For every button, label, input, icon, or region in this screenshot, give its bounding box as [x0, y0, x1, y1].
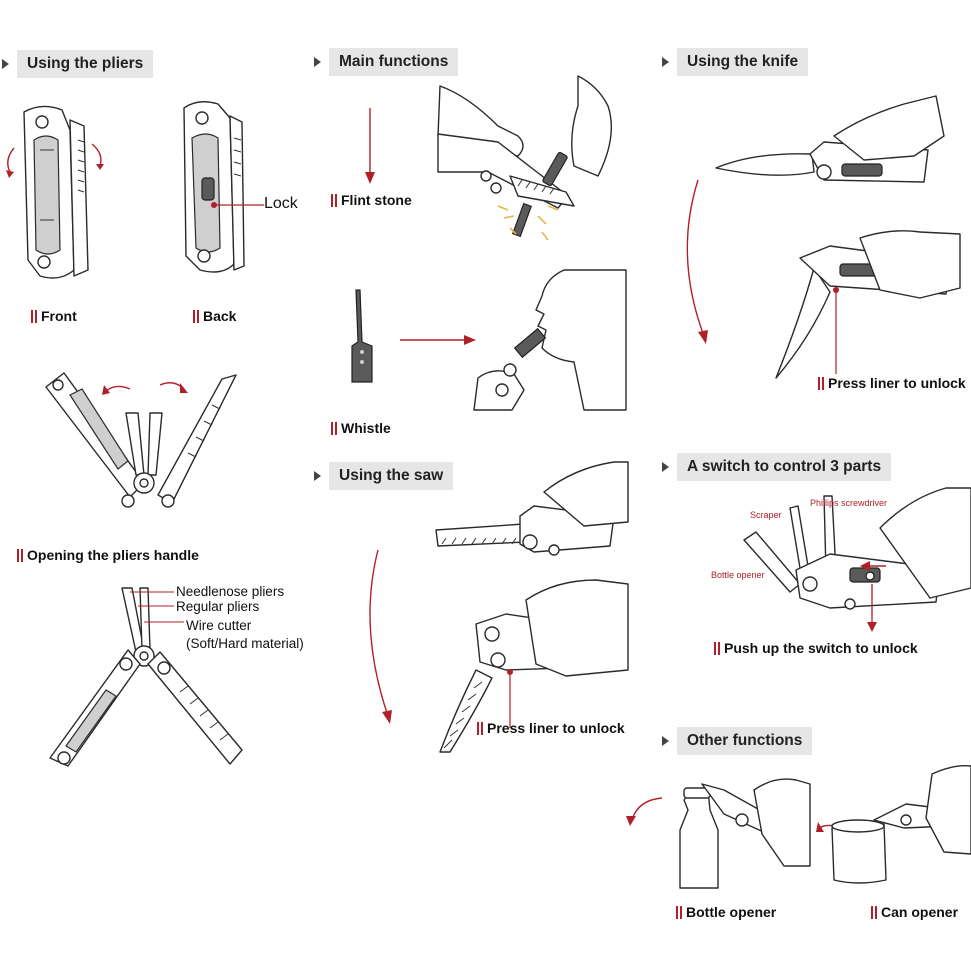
- heading-main-functions: Main functions: [314, 48, 459, 76]
- bottle-opener-illustration: [626, 778, 811, 889]
- lock-label: Lock: [264, 195, 298, 212]
- heading-text: Other functions: [677, 727, 813, 755]
- caption-text: Front: [41, 308, 77, 324]
- caption-text: Press liner to unlock: [828, 375, 966, 391]
- flint-striking-illustration: [437, 75, 613, 241]
- caption-flint-stone: Flint stone: [331, 192, 412, 208]
- caption-saw-press-liner: Press liner to unlock: [477, 720, 625, 736]
- caption-push-switch: Push up the switch to unlock: [714, 640, 918, 656]
- wire-cutter-label: Wire cutter: [186, 618, 252, 633]
- red-bar-bullet-icon: [680, 905, 682, 919]
- heading-using-pliers: Using the pliers: [2, 50, 154, 78]
- wire-cutter-sub-label: (Soft/Hard material): [186, 636, 304, 651]
- pliers-open-labeled-illustration: [49, 587, 243, 767]
- bottle-opener-small-label: Bottle opener: [711, 570, 765, 580]
- knife-closed-illustration: [715, 95, 945, 183]
- caption-text: Opening the pliers handle: [27, 547, 199, 563]
- whistle-right-arrow: [400, 335, 476, 345]
- caption-front: Front: [31, 308, 77, 324]
- triangle-bullet-icon: [314, 57, 321, 67]
- red-bar-bullet-icon: [818, 376, 820, 390]
- knife-curved-down-arrow: [686, 179, 708, 344]
- heading-text: A switch to control 3 parts: [677, 453, 892, 481]
- heading-switch-3-parts: A switch to control 3 parts: [662, 453, 892, 481]
- caption-bottle-opener: Bottle opener: [676, 904, 776, 920]
- heading-other-functions: Other functions: [662, 727, 813, 755]
- switch-3-parts-illustration: [743, 487, 971, 632]
- caption-knife-press-liner: Press liner to unlock: [818, 375, 966, 391]
- red-bar-bullet-icon: [718, 641, 720, 655]
- knife-open-illustration: [775, 230, 961, 379]
- red-bar-bullet-icon: [197, 309, 199, 323]
- whistle-illustration: [351, 289, 373, 383]
- caption-back: Back: [193, 308, 236, 324]
- regular-pliers-label: Regular pliers: [176, 599, 260, 614]
- caption-can-opener: Can opener: [871, 904, 958, 920]
- red-bar-bullet-icon: [193, 309, 195, 323]
- saw-open-illustration: [439, 579, 629, 753]
- heading-text: Using the knife: [677, 48, 809, 76]
- red-bar-bullet-icon: [335, 193, 337, 207]
- red-bar-bullet-icon: [31, 309, 33, 323]
- saw-closed-illustration: [435, 461, 629, 556]
- red-bar-bullet-icon: [714, 641, 716, 655]
- red-bar-bullet-icon: [477, 721, 479, 735]
- caption-text: Back: [203, 308, 237, 324]
- caption-opening-pliers: Opening the pliers handle: [17, 547, 199, 563]
- caption-text: Flint stone: [341, 192, 412, 208]
- pliers-back-illustration: [183, 101, 245, 273]
- heading-text: Main functions: [329, 48, 459, 76]
- heading-using-knife: Using the knife: [662, 48, 809, 76]
- caption-text: Push up the switch to unlock: [724, 640, 918, 656]
- red-bar-bullet-icon: [35, 309, 37, 323]
- red-bar-bullet-icon: [21, 548, 23, 562]
- caption-text: Can opener: [881, 904, 959, 920]
- red-bar-bullet-icon: [822, 376, 824, 390]
- red-bar-bullet-icon: [481, 721, 483, 735]
- heading-using-saw: Using the saw: [314, 462, 454, 490]
- red-bar-bullet-icon: [875, 905, 877, 919]
- triangle-bullet-icon: [662, 736, 669, 746]
- pliers-opening-illustration: [45, 372, 237, 508]
- triangle-bullet-icon: [314, 471, 321, 481]
- red-bar-bullet-icon: [331, 421, 333, 435]
- saw-curved-down-arrow: [369, 549, 392, 724]
- red-bar-bullet-icon: [331, 193, 333, 207]
- flint-down-arrow: [365, 108, 375, 184]
- needlenose-pliers-label: Needlenose pliers: [176, 584, 285, 599]
- lock-pointer-line: [211, 202, 264, 208]
- red-bar-bullet-icon: [871, 905, 873, 919]
- caption-text: Whistle: [341, 420, 391, 436]
- caption-whistle: Whistle: [331, 420, 391, 436]
- red-bar-bullet-icon: [17, 548, 19, 562]
- triangle-bullet-icon: [662, 57, 669, 67]
- scraper-label: Scraper: [750, 510, 782, 520]
- caption-text: Bottle opener: [686, 904, 777, 920]
- phillips-screwdriver-label: Phillips screwdriver: [810, 498, 888, 508]
- caption-text: Press liner to unlock: [487, 720, 625, 736]
- triangle-bullet-icon: [2, 59, 9, 69]
- heading-text: Using the pliers: [17, 50, 154, 78]
- red-bar-bullet-icon: [335, 421, 337, 435]
- red-bar-bullet-icon: [676, 905, 678, 919]
- heading-text: Using the saw: [329, 462, 454, 490]
- triangle-bullet-icon: [662, 462, 669, 472]
- pliers-front-illustration: [6, 105, 104, 279]
- can-opener-illustration: [816, 764, 971, 884]
- whistle-blowing-illustration: [473, 269, 627, 411]
